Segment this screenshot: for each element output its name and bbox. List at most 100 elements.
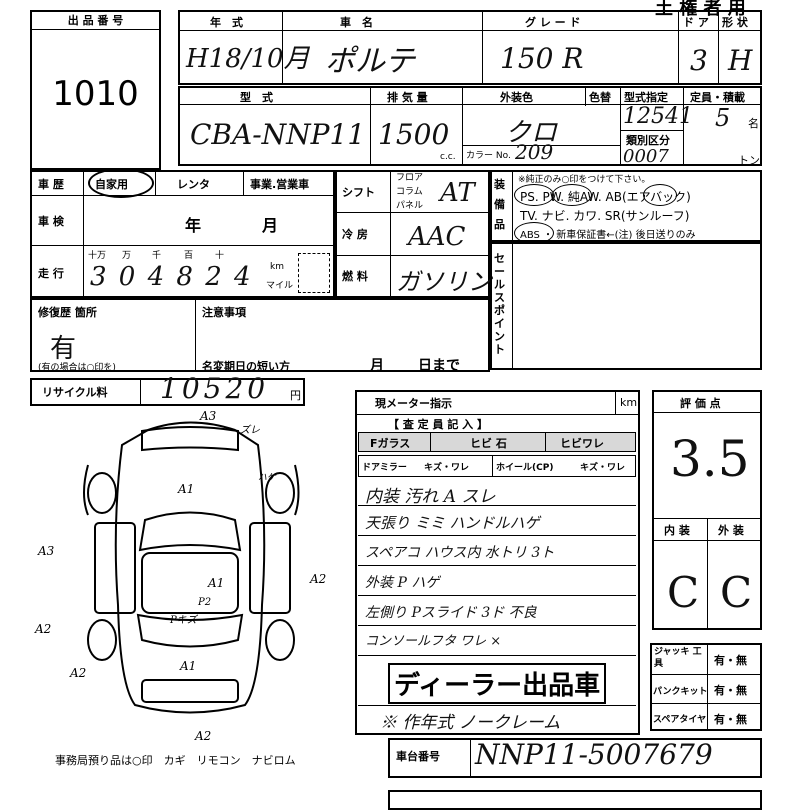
equipment-label: 装 備 品 bbox=[494, 178, 505, 231]
name-change-label: 名変期日の短い方 bbox=[202, 360, 290, 373]
color-number-label: カラー No. bbox=[466, 151, 511, 161]
mark-front-zure: ズレ bbox=[240, 424, 260, 436]
digit-unit-10k: 万 bbox=[122, 251, 132, 261]
equipment-line3: ABS ・ 新車保証書←(注) 後日送りのみ bbox=[520, 230, 696, 241]
shift-panel: パネル bbox=[396, 201, 424, 211]
fglass-value: ヒビ 石 bbox=[470, 437, 507, 450]
mark-fender-hage: ハゲ bbox=[258, 472, 278, 483]
note-line-2: 天張り ミミ ハンドルハゲ bbox=[365, 514, 540, 532]
inspection-year-unit: 年 bbox=[185, 216, 202, 235]
dealer-stamp: ディーラー出品車 bbox=[388, 663, 607, 704]
fuel-value: ガソリン bbox=[396, 268, 492, 296]
note-line-4: 外装 P ハゲ bbox=[365, 575, 440, 591]
shape-value: H bbox=[728, 44, 753, 77]
color-change-label: 色替 bbox=[589, 91, 611, 104]
windshield bbox=[138, 511, 242, 552]
score-label: 評 価 点 bbox=[680, 397, 721, 410]
digit-unit-100k: 十万 bbox=[88, 251, 107, 261]
meter-block bbox=[355, 390, 640, 735]
mark-right-a2: A2 bbox=[309, 572, 326, 586]
name-change-day: 日まで bbox=[418, 358, 460, 374]
mark-roof-a1: A1 bbox=[207, 576, 224, 590]
inspection-label: 車 検 bbox=[38, 215, 64, 228]
mark-rear-left-a2: A2 bbox=[34, 622, 51, 636]
owner-use-label: 土 権 者 用 bbox=[655, 0, 746, 19]
history-private-circle bbox=[88, 168, 154, 198]
model-value: ポルテ bbox=[325, 44, 415, 79]
door-value: 3 bbox=[690, 44, 708, 77]
designation-col-label: 型式指定 bbox=[624, 91, 668, 104]
lot-number: 1010 bbox=[52, 74, 139, 114]
mark-trunk-a1: A1 bbox=[179, 659, 196, 673]
color-number-value: 209 bbox=[515, 140, 554, 164]
digit-unit-km: km bbox=[270, 262, 284, 272]
score-value: 3.5 bbox=[670, 430, 750, 488]
digit-unit-10: 十 bbox=[215, 251, 225, 261]
ac-value: AAC bbox=[408, 222, 466, 252]
sales-point-label: セールスポイント bbox=[494, 252, 505, 356]
spec-table bbox=[178, 86, 762, 166]
tool-spare-label: スペアタイヤ bbox=[653, 715, 707, 725]
lot-number-header: 出 品 番 号 bbox=[32, 12, 159, 30]
tool-jack-label: ジャッキ 工 具 bbox=[654, 647, 702, 669]
repair-value: 有 bbox=[50, 334, 77, 364]
mark-front-a3: A3 bbox=[199, 409, 217, 423]
wheel-fr bbox=[265, 472, 295, 514]
shift-column: コラム bbox=[396, 187, 423, 197]
car-damage-diagram: A3 ズレ A1 ハゲ A3 A2 A1 A2 A2 A1 A2 Pキズ P2 bbox=[34, 409, 326, 743]
repair-block bbox=[30, 298, 490, 372]
circle-ab bbox=[643, 184, 677, 206]
wheel-label: ホイール(CP) bbox=[496, 463, 554, 473]
color-value: クロ bbox=[505, 118, 558, 148]
equipment-note: ※純正のみ○印をつけて下さい。 bbox=[518, 175, 651, 185]
tool-spare-value: 有・無 bbox=[714, 713, 747, 726]
wheel-rr bbox=[265, 619, 295, 661]
mirror-wheel-row bbox=[358, 455, 636, 477]
history-rental: レンタ bbox=[177, 178, 210, 191]
tool-jack-value: 有・無 bbox=[714, 654, 747, 667]
note-line-6: コンソールフタ ワレ × bbox=[365, 634, 502, 649]
mile-label: マイル bbox=[266, 281, 294, 291]
year-col-label: 年 式 bbox=[210, 16, 243, 29]
roof bbox=[141, 552, 239, 614]
meter-unit: km bbox=[620, 396, 638, 409]
left-fender bbox=[83, 464, 89, 516]
mirror-value: キズ・ワレ bbox=[424, 463, 470, 473]
mileage-value: 3 0 4 8 2 4 bbox=[90, 262, 253, 292]
mark-rear-a2: A2 bbox=[69, 666, 86, 680]
shift-floor: フロア bbox=[396, 173, 424, 183]
door-col-label: ド ア bbox=[683, 16, 709, 29]
grade-value: 150 R bbox=[500, 42, 584, 75]
fglass-crack: ヒビワレ bbox=[560, 437, 604, 450]
exterior-label: 外 装 bbox=[718, 524, 744, 537]
color-col-label: 外装色 bbox=[500, 91, 533, 104]
repair-note: (有の場合は○印を) bbox=[38, 363, 116, 373]
interior-value: C bbox=[667, 568, 700, 617]
exterior-value: C bbox=[720, 568, 753, 617]
equipment-line2: TV. ナビ. カワ. SR(サンルーフ) bbox=[520, 209, 690, 223]
car-outline bbox=[114, 421, 266, 714]
verified-label: 【 査 定 員 記 入 】 bbox=[388, 418, 488, 431]
wheel-fl bbox=[87, 472, 117, 514]
mark-roof-pkizu: Pキズ bbox=[169, 614, 199, 626]
chassis-block bbox=[388, 738, 762, 778]
recycle-unit: 円 bbox=[290, 389, 301, 402]
bottom-partial-table bbox=[388, 790, 762, 810]
circle-abs bbox=[514, 222, 554, 244]
drive-block bbox=[335, 170, 490, 298]
note-line-1: 内装 汚れ A スレ bbox=[365, 487, 496, 507]
wheel-rl bbox=[87, 619, 117, 661]
shift-label: シフト bbox=[342, 186, 375, 199]
note-line-5: 左側り Pスライド 3ド 不良 bbox=[365, 605, 537, 621]
history-business: 事業.営業車 bbox=[250, 178, 310, 191]
shape-col-label: 形 状 bbox=[722, 16, 748, 29]
recycle-block bbox=[30, 378, 305, 406]
mile-checkbox[interactable] bbox=[298, 253, 330, 293]
fglass-label: Fガラス bbox=[370, 437, 411, 450]
capacity-unit: 名 bbox=[748, 117, 759, 130]
tools-block bbox=[650, 643, 762, 731]
grade-col-label: グ レ ー ド bbox=[525, 16, 581, 29]
mirror-label: ドアミラー bbox=[362, 463, 407, 473]
chassis-label: 車台番号 bbox=[396, 750, 440, 763]
recycle-value: 10520 bbox=[160, 372, 270, 405]
